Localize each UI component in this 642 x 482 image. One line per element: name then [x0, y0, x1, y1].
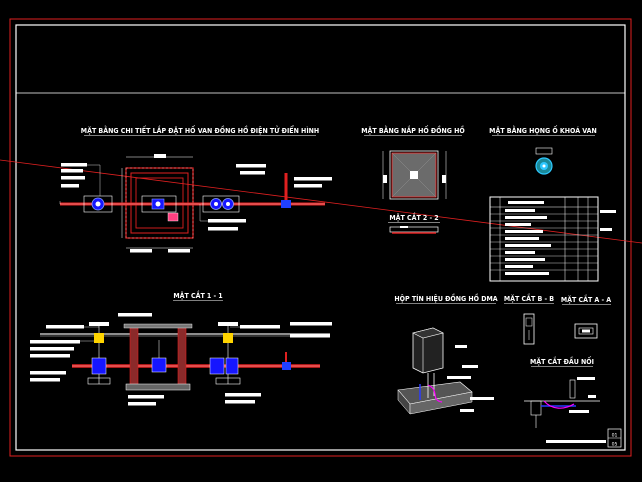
title-section-11: MẶT CẮT 1 - 1: [173, 290, 222, 300]
material-table: [489, 196, 616, 282]
sheet-number-box: 01 05: [607, 428, 622, 448]
title-section-22: MẶT CẮT 2 - 2: [389, 212, 438, 222]
outer-border: [9, 18, 632, 457]
section-bb-drawing: [523, 313, 535, 345]
manhole-cover-icon: [382, 150, 447, 200]
section-22-drawing: [389, 226, 439, 234]
plan-main-drawing: [59, 154, 332, 253]
signal-box-icon: [397, 327, 494, 415]
flow-meter-icon: [141, 195, 177, 213]
valve-icon: [202, 195, 240, 213]
valve-icon: [83, 195, 113, 213]
title-section-joint: MẶT CẮT ĐẦU NỐI: [530, 356, 594, 366]
title-section-bb: MẶT CẮT B - B: [504, 293, 554, 303]
title-signal-box: HỘP TÍN HIỆU ĐỒNG HỒ DMA: [394, 293, 497, 303]
valve-neck-icon: [535, 147, 553, 175]
section-11-drawing: [30, 313, 332, 406]
section-joint-drawing: [524, 377, 600, 428]
construction-line: [0, 159, 642, 244]
title-section-aa: MẶT CẮT A - A: [561, 294, 611, 304]
section-aa-drawing: [574, 323, 598, 339]
sheet-total: 05: [612, 442, 618, 448]
sheet-number: 01: [612, 433, 618, 439]
title-plan-neck: MẶT BẰNG HỌNG Ố KHOÁ VAN: [489, 125, 597, 135]
title-plan-cover: MẶT BẰNG NẮP HỐ ĐỒNG HỒ: [361, 125, 465, 135]
inner-border: [15, 24, 626, 451]
scale-bar: [546, 440, 606, 443]
title-plan-main: MẶT BẰNG CHI TIẾT LẮP ĐẶT HỐ VAN ĐỒNG HỒ…: [81, 125, 319, 135]
